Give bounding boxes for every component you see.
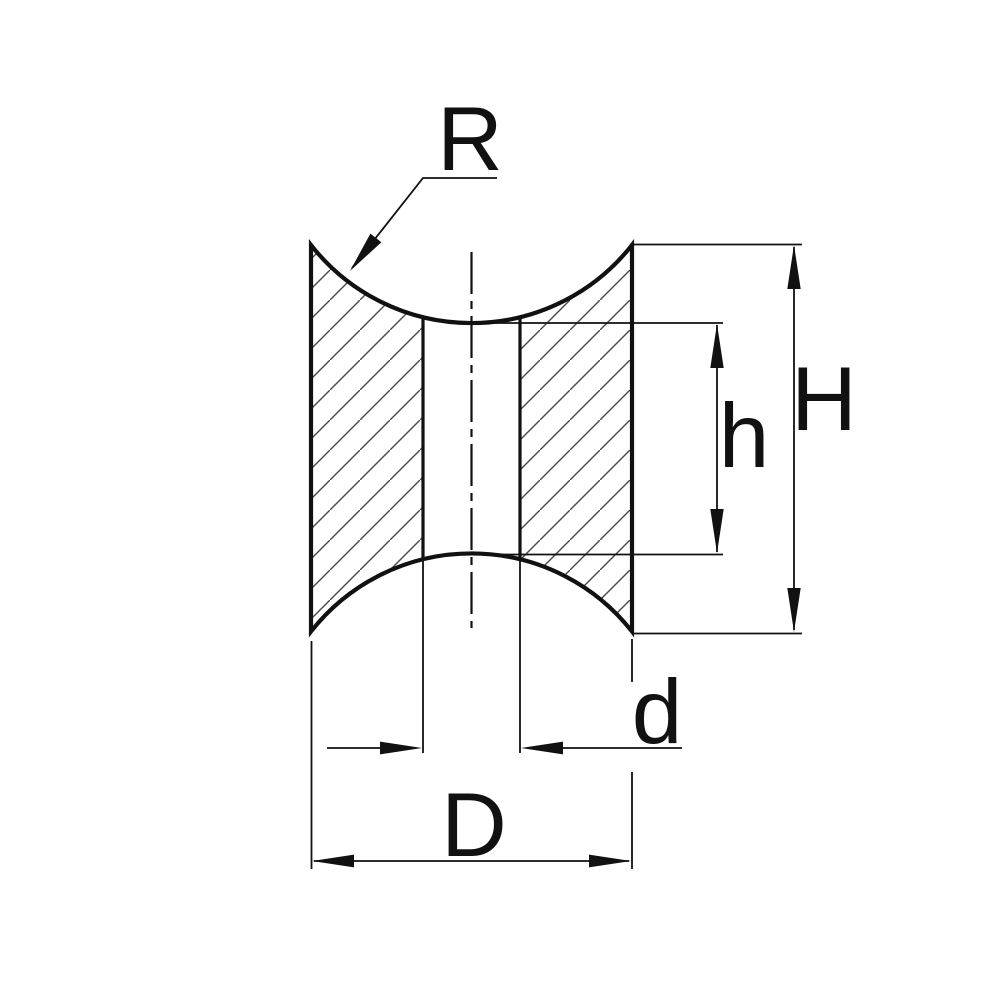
label-d: d [632, 662, 683, 763]
arrowhead-R [350, 233, 382, 271]
dimension-d: d [327, 662, 682, 763]
label-h: h [719, 386, 770, 487]
extension-lines [310, 243, 802, 869]
arrowhead-d-left [380, 741, 422, 755]
dimension-h: h [710, 324, 769, 553]
arrowhead-h-top [710, 324, 724, 368]
hatch-region-right [520, 245, 632, 632]
label-R: R [437, 89, 503, 190]
label-D: D [441, 775, 507, 876]
radius-callout-R: R [350, 89, 503, 271]
arrowhead-d-right [521, 741, 563, 755]
arrowhead-h-bottom [710, 509, 724, 553]
dimension-D: D [312, 775, 631, 876]
leader-line-R [351, 177, 497, 269]
arrowhead-D-right [589, 854, 631, 868]
arrowhead-D-left [312, 854, 354, 868]
arrowhead-H-bottom [787, 588, 801, 632]
hatch-region-left [311, 245, 423, 632]
dimension-H: H [787, 245, 857, 632]
part-outline [308, 238, 635, 638]
arrowhead-H-top [787, 245, 801, 289]
label-H: H [791, 349, 857, 450]
